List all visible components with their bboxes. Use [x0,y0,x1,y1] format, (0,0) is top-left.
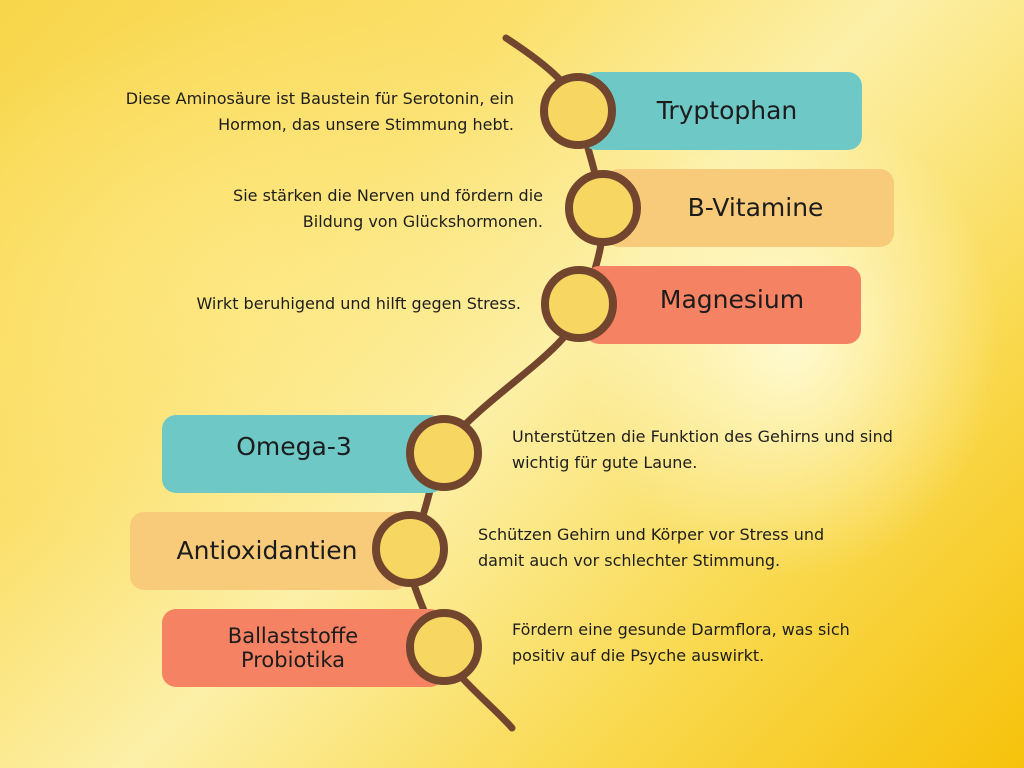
description-antioxidantien: Schützen Gehirn und Körper vor Stress un… [478,522,824,573]
description-line: Sie stärken die Nerven und fördern die [233,186,543,205]
pill-omega-3: Omega-3 [162,415,444,493]
pill-antioxidantien: Antioxidantien [130,512,408,590]
description-line: Bildung von Glückshormonen. [302,211,543,231]
description-b-vitamine: Sie stärken die Nerven und fördern die B… [233,183,543,234]
pill-ballaststoffe-probiotika: Ballaststoffe Probiotika [162,609,444,687]
description-line: positiv auf die Psyche auswirkt. [512,645,765,665]
description-line: Diese Aminosäure ist Baustein für Seroto… [125,89,514,108]
ring-node-antioxidantien [372,511,448,587]
description-omega-3: Unterstützen die Funktion des Gehirns un… [512,424,893,475]
pill-tryptophan: Tryptophan [582,72,862,150]
description-magnesium: Wirkt beruhigend und hilft gegen Stress. [196,291,521,317]
description-ballaststoffe: Fördern eine gesunde Darmflora, was sich… [512,617,850,668]
description-line: Fördern eine gesunde Darmflora, was sich [512,620,850,639]
pill-label: Omega-3 [236,431,352,461]
description-tryptophan: Diese Aminosäure ist Baustein für Seroto… [126,86,514,137]
description-line: damit auch vor schlechter Stimmung. [478,550,781,570]
description-line: wichtig für gute Laune. [512,452,698,472]
pill-label-line-1: Ballaststoffe [227,623,359,648]
pill-label: Tryptophan [656,95,798,125]
pill-label: B-Vitamine [687,192,824,222]
ring-node-omega-3 [406,415,482,491]
pill-b-vitamine: B-Vitamine [605,169,894,247]
description-line: Schützen Gehirn und Körper vor Stress un… [478,525,825,544]
ring-node-ballaststoffe [406,609,482,685]
ring-node-magnesium [541,266,617,342]
pill-label: Magnesium [659,284,805,314]
ring-node-tryptophan [540,73,616,149]
ring-node-b-vitamine [565,170,641,246]
description-line: Hormon, das unsere Stimmung hebt. [218,114,514,134]
description-line: Wirkt beruhigend und hilft gegen Stress. [196,294,521,313]
description-line: Unterstützen die Funktion des Gehirns un… [512,427,893,446]
pill-label-line-2: Probiotika [240,648,346,672]
pill-label: Antioxidantien [176,535,358,565]
pill-magnesium: Magnesium [585,266,861,344]
